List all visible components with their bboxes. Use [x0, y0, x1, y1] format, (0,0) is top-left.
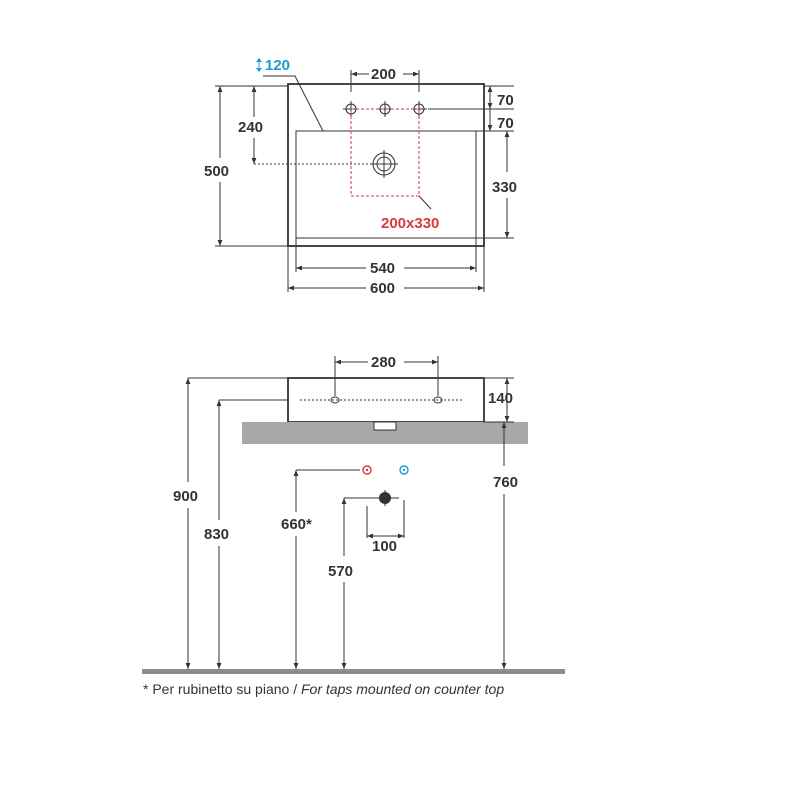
tap-supply-height-label: 660*: [281, 516, 312, 533]
top-view: 200x330 200 120 500 240: [204, 57, 517, 297]
footnote: * Per rubinetto su piano / For taps moun…: [143, 681, 504, 697]
depth-leader: [263, 75, 324, 132]
side-hole-right: [433, 396, 443, 404]
drain-stub: [373, 421, 397, 431]
height-to-top-label: 900: [173, 488, 198, 505]
drain-icon: [370, 150, 398, 178]
tap-spacing-label: 200: [371, 66, 396, 83]
basin-depth-label: 330: [492, 179, 517, 196]
depth-label: 120: [265, 57, 290, 74]
depth-arrow-icon: [256, 58, 262, 72]
counter-height-label: 760: [493, 474, 518, 491]
counter-top: [242, 422, 528, 444]
drain-outlet-height-label: 570: [328, 563, 353, 580]
basin-height-label: 140: [488, 390, 513, 407]
tap-hole-center: [377, 101, 393, 117]
drain-offset-label: 240: [238, 119, 263, 136]
side-hole-left: [330, 396, 340, 404]
cold-supply-icon: [399, 465, 409, 475]
footnote-italian: * Per rubinetto su piano /: [143, 681, 301, 697]
side-view: 280 140 900 830 760: [142, 354, 565, 674]
edge-to-basin-label: 70: [497, 115, 514, 132]
basin-inner-outline: [295, 130, 477, 239]
basin-width-label: 540: [370, 260, 395, 277]
cutout-label: 200x330: [381, 215, 439, 232]
footnote-english: For taps mounted on counter top: [301, 681, 505, 697]
basin-outline: [287, 83, 485, 247]
height-to-counter-label: 830: [204, 526, 229, 543]
cutout-leader: [418, 195, 432, 210]
overall-depth-label: 500: [204, 163, 229, 180]
tap-to-edge-label: 70: [497, 92, 514, 109]
supply-spacing-label: 100: [372, 538, 397, 555]
overall-width-label: 600: [370, 280, 395, 297]
hole-spacing-label: 280: [371, 354, 396, 371]
cutout-area: [350, 108, 420, 197]
hot-supply-icon: [362, 465, 372, 475]
floor: [142, 669, 565, 674]
